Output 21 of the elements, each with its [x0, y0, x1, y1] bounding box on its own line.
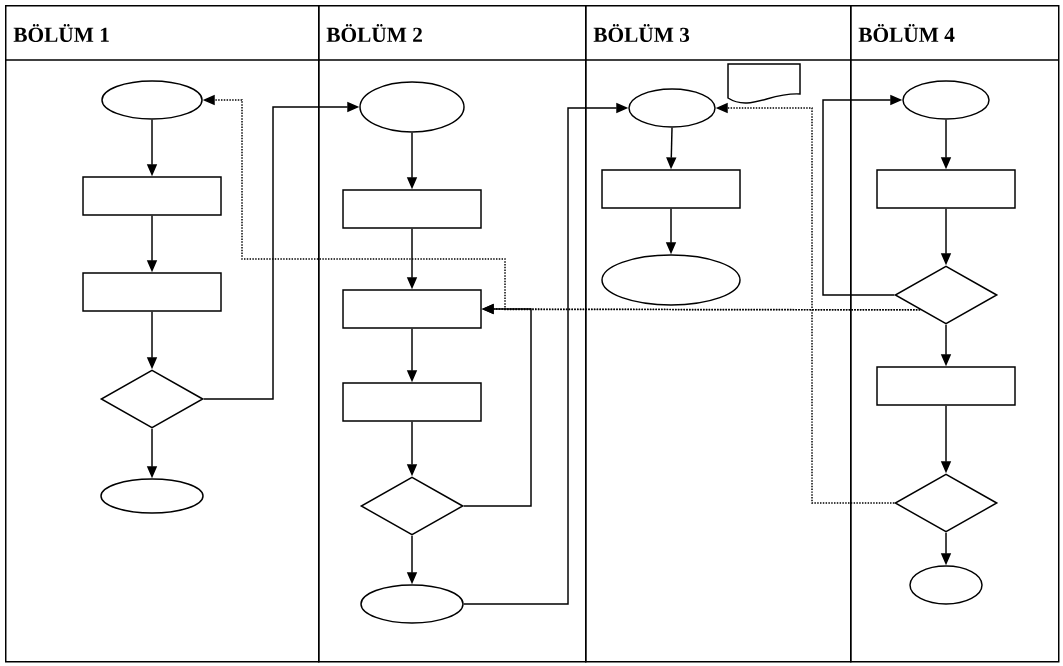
flowchart-ellipse: [360, 584, 464, 624]
process-box: [82, 176, 222, 216]
document-shape: [727, 63, 801, 104]
flowchart-ellipse: [628, 88, 716, 128]
flowchart-ellipse: [909, 565, 983, 605]
lane-heading: BÖLÜM 2: [326, 24, 422, 42]
flowchart-ellipse: [601, 254, 741, 306]
lane-heading: BÖLÜM 1: [13, 24, 109, 42]
flowchart-ellipse: [902, 80, 990, 120]
flowchart-ellipse: [100, 478, 204, 514]
lane-heading: BÖLÜM 3: [593, 24, 690, 42]
flowchart-ellipse: [101, 80, 203, 120]
process-box: [601, 169, 741, 209]
lane-heading: BÖLÜM 4: [858, 24, 955, 42]
flowchart-ellipse: [359, 81, 465, 133]
process-box: [342, 289, 482, 329]
process-box: [876, 169, 1016, 209]
process-box: [342, 189, 482, 229]
process-box: [82, 272, 222, 312]
process-box: [342, 382, 482, 422]
process-box: [876, 366, 1016, 406]
